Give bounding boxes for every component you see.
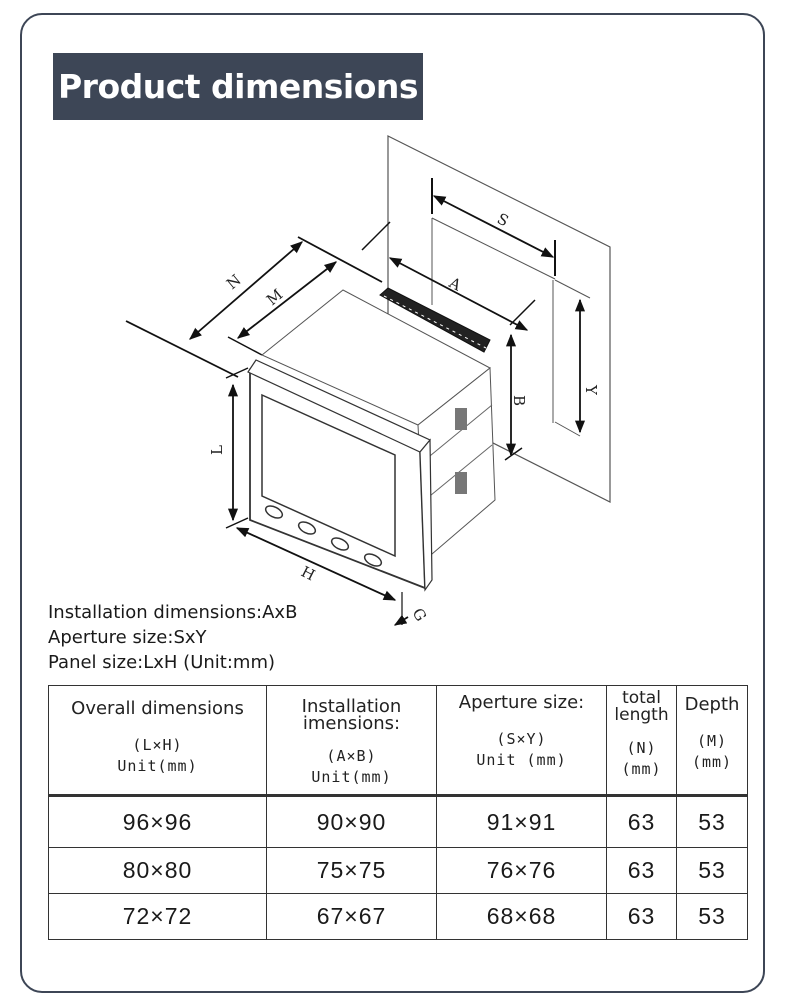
label-y: Y (582, 384, 600, 396)
cell-depth: 53 (676, 847, 748, 894)
cell-total-length: 63 (606, 794, 677, 848)
dimension-legend: Installation dimensions:AxB Aperture siz… (48, 600, 297, 675)
label-g: G (409, 605, 431, 624)
dimensions-table: Overall dimensions (L×H) Unit(mm) Instal… (48, 685, 748, 940)
meter-isometric-drawing: S Y A B N M (125, 135, 611, 626)
cell-overall: 72×72 (48, 893, 267, 940)
dimension-diagram: S Y A B N M (110, 130, 630, 630)
cell-aperture: 68×68 (436, 893, 607, 940)
label-n: N (223, 271, 245, 293)
cell-overall: 80×80 (48, 847, 267, 894)
cell-depth: 53 (676, 893, 748, 940)
legend-installation: Installation dimensions:AxB (48, 602, 298, 623)
cell-aperture: 91×91 (436, 794, 607, 848)
label-h: H (298, 563, 318, 585)
legend-panel: Panel size:LxH (Unit:mm) (48, 652, 276, 673)
table-row: 72×72 67×67 68×68 63 53 (48, 893, 748, 940)
table-header-row: Overall dimensions (L×H) Unit(mm) Instal… (48, 685, 748, 796)
cell-total-length: 63 (606, 893, 677, 940)
header-depth: Depth (M) (mm) (676, 685, 748, 796)
cell-installation: 75×75 (266, 847, 437, 894)
header-aperture: Aperture size: (S×Y) Unit (mm) (436, 685, 607, 796)
legend-aperture: Aperture size:SxY (48, 627, 207, 648)
cell-depth: 53 (676, 794, 748, 848)
label-a: A (445, 273, 464, 294)
label-b: B (510, 395, 528, 406)
header-installation: Installation imensions: (A×B) Unit(mm) (266, 685, 437, 796)
table-row: 80×80 75×75 76×76 63 53 (48, 847, 748, 894)
page-title: Product dimensions (53, 53, 423, 120)
cell-overall: 96×96 (48, 794, 267, 848)
label-m: M (263, 285, 286, 309)
label-l: L (208, 445, 226, 455)
cell-installation: 67×67 (266, 893, 437, 940)
cell-installation: 90×90 (266, 794, 437, 848)
cell-aperture: 76×76 (436, 847, 607, 894)
cell-total-length: 63 (606, 847, 677, 894)
label-s: S (494, 210, 511, 231)
header-total-length: total length (N) (mm) (606, 685, 677, 796)
table-row: 96×96 90×90 91×91 63 53 (48, 794, 748, 848)
header-overall: Overall dimensions (L×H) Unit(mm) (48, 685, 267, 796)
